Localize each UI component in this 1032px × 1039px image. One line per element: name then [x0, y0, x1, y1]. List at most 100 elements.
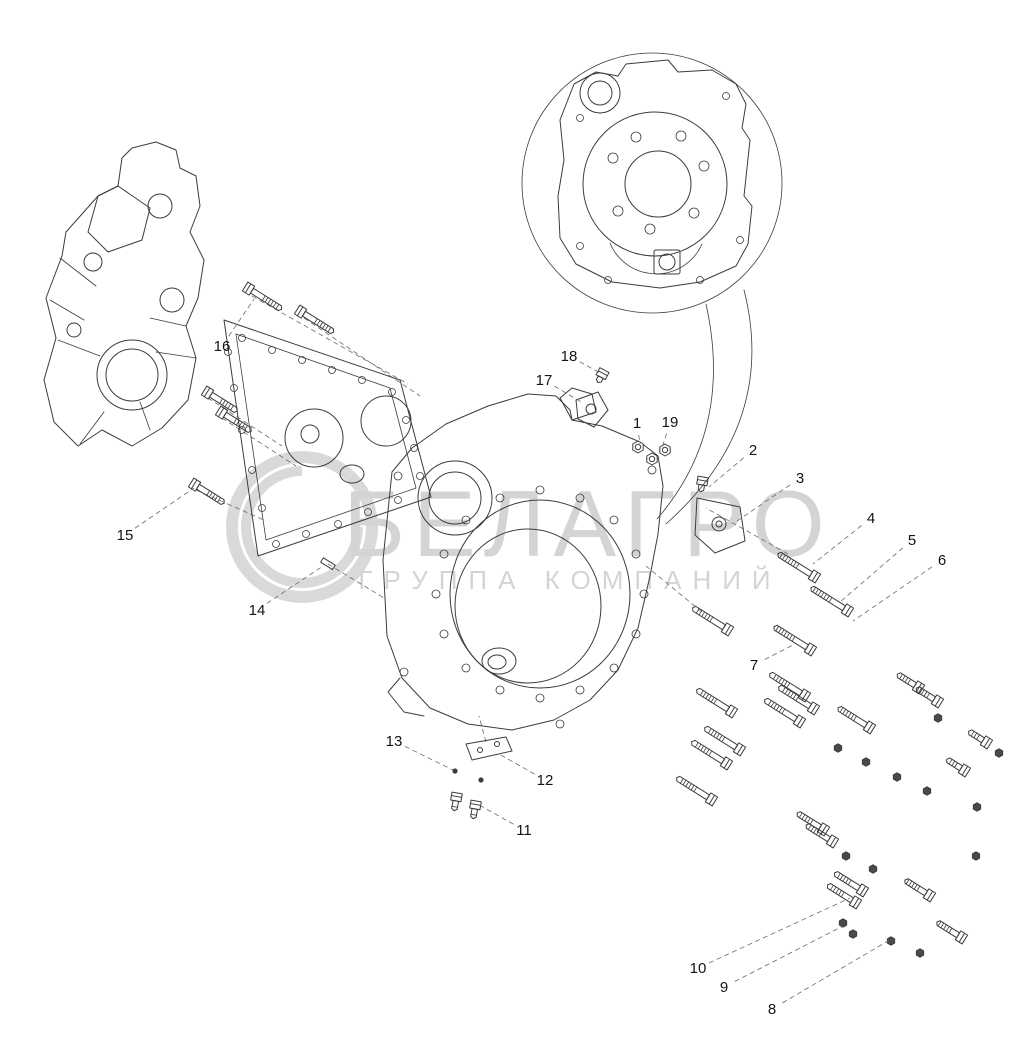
bolt — [200, 385, 238, 413]
bolt-hole — [575, 493, 585, 503]
bolt-hole — [248, 466, 256, 474]
gasket-backplate — [223, 319, 432, 557]
nut — [868, 864, 878, 874]
bolt-hole — [555, 719, 565, 729]
bolt-hole — [675, 130, 687, 142]
flywheel-housing — [382, 387, 664, 731]
bolt — [826, 883, 863, 910]
bolt-hole — [258, 504, 266, 512]
bolt — [904, 878, 937, 903]
bolt-hole — [416, 472, 424, 480]
bolt — [778, 684, 821, 716]
leader-line — [579, 361, 603, 375]
dowel-pin — [320, 557, 336, 571]
callout-13[interactable]: 13 — [386, 733, 403, 750]
bolt-hole — [394, 496, 402, 504]
callout-7[interactable]: 7 — [750, 657, 758, 674]
nut — [922, 786, 932, 796]
bolt — [968, 729, 994, 750]
bolt-hole — [298, 356, 306, 364]
leader-line — [498, 753, 535, 775]
callout-3[interactable]: 3 — [796, 470, 804, 487]
leader-line — [839, 547, 904, 603]
bolt-hole — [688, 207, 700, 219]
nut — [838, 918, 848, 928]
bolt-hole — [334, 520, 342, 528]
bolt-hole — [399, 667, 409, 677]
leader-line — [782, 940, 889, 1004]
shim-plate — [465, 736, 513, 761]
nut — [933, 713, 943, 723]
leader-line — [404, 745, 454, 771]
leader-line — [480, 805, 514, 825]
bolt — [805, 823, 840, 849]
nut — [632, 440, 644, 454]
engine-mount-bracket — [694, 497, 746, 554]
balloon-pointer — [656, 289, 753, 525]
callout-5[interactable]: 5 — [908, 532, 916, 549]
callout-9[interactable]: 9 — [720, 979, 728, 996]
callout-19[interactable]: 19 — [662, 414, 679, 431]
bolt — [773, 624, 818, 657]
callout-4[interactable]: 4 — [867, 510, 875, 527]
bolt-hole — [639, 589, 649, 599]
bolt-hole — [461, 515, 471, 525]
callout-2[interactable]: 2 — [749, 442, 757, 459]
callout-10[interactable]: 10 — [690, 960, 707, 977]
callout-16[interactable]: 16 — [214, 338, 231, 355]
leader-line — [134, 487, 195, 529]
bolt — [896, 672, 926, 695]
leader-line — [228, 298, 255, 337]
callout-12[interactable]: 12 — [537, 772, 554, 789]
callout-17[interactable]: 17 — [536, 372, 553, 389]
bolt — [764, 697, 807, 729]
bolt-hole — [736, 236, 744, 244]
bolt-hole — [402, 416, 410, 424]
leader-line — [812, 525, 862, 565]
callout-11[interactable]: 11 — [516, 822, 532, 839]
bolt-hole — [644, 223, 656, 235]
bolt — [469, 799, 482, 820]
callout-6[interactable]: 6 — [938, 552, 946, 569]
leader-line — [736, 484, 791, 522]
bolt-hole — [535, 693, 545, 703]
leader-line — [764, 644, 794, 660]
bolt — [946, 757, 972, 778]
detail-balloon — [521, 52, 783, 314]
bolt — [293, 304, 335, 335]
leader-line — [554, 385, 584, 404]
bolt-hole — [604, 276, 612, 284]
bolt-hole — [696, 276, 704, 284]
nut — [841, 851, 851, 861]
bolt — [691, 739, 734, 771]
nut — [892, 772, 902, 782]
bolt-hole — [302, 530, 310, 538]
nut — [915, 948, 925, 958]
leader-line — [708, 457, 745, 488]
bolt-hole — [609, 515, 619, 525]
watermark: БЕЛАГРО ГРУППА КОМПАНИЙ — [226, 451, 825, 603]
callout-14[interactable]: 14 — [249, 602, 266, 619]
leader-line — [852, 566, 933, 622]
bolt-hole — [609, 663, 619, 673]
bolt-hole — [612, 205, 624, 217]
bolt-hole — [431, 589, 441, 599]
bolt-hole — [631, 549, 641, 559]
bolt — [187, 477, 225, 505]
bolt — [696, 475, 709, 493]
callout-15[interactable]: 15 — [117, 527, 134, 544]
bolt — [595, 367, 610, 383]
nut — [886, 936, 896, 946]
speed-sensor — [575, 391, 609, 428]
bolt-hole — [230, 384, 238, 392]
bolt-hole — [575, 685, 585, 695]
callout-1[interactable]: 1 — [633, 415, 641, 432]
leader-line — [661, 433, 667, 449]
callout-8[interactable]: 8 — [768, 1001, 776, 1018]
bolt — [769, 671, 812, 703]
callout-18[interactable]: 18 — [561, 348, 578, 365]
nut — [972, 802, 982, 812]
bolt — [241, 281, 283, 312]
nut — [994, 748, 1004, 758]
bolt-hole — [272, 540, 280, 548]
